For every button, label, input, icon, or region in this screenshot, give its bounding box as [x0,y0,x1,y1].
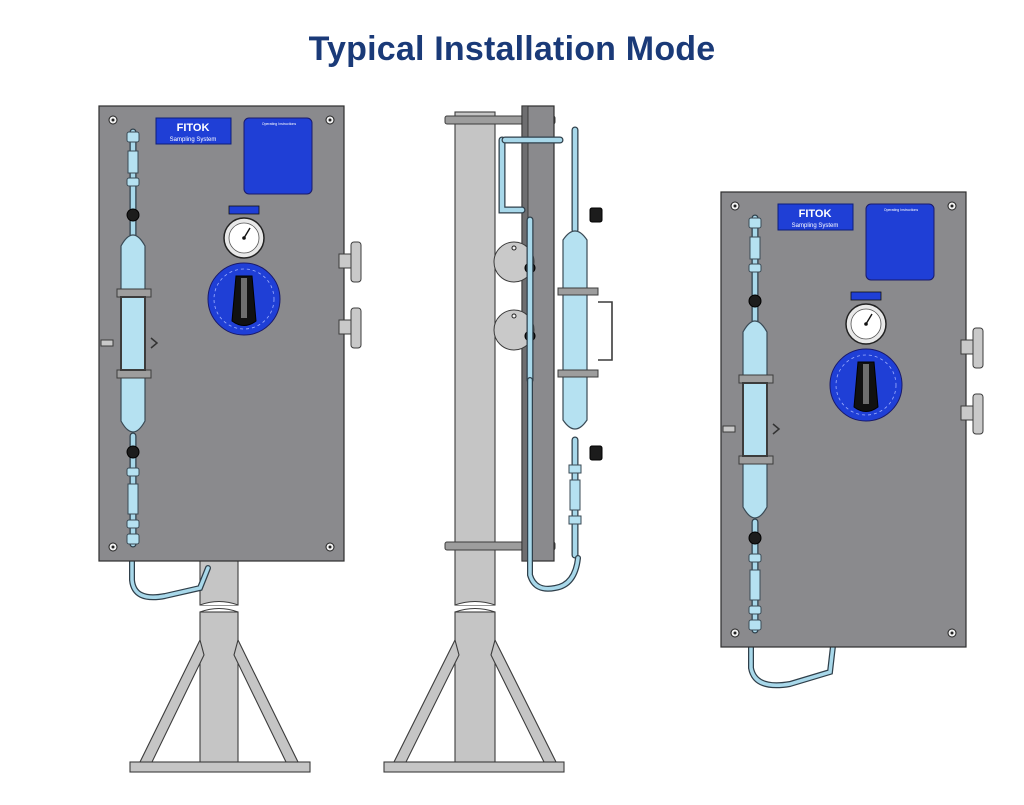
svg-text:FITOK: FITOK [177,122,210,134]
stand-leg-left [139,638,205,763]
support-pipe-lower [199,611,239,768]
svg-text:Sampling System: Sampling System [792,223,839,229]
svg-text:Sampling System: Sampling System [170,137,217,143]
side-view-on-pipe-stand [383,105,613,773]
stand-leg-right [490,638,557,763]
sampling-panel [99,106,361,561]
instruction-plate-label: Operating Instructions [262,122,296,126]
fitok-logo: FITOK Sampling System [777,203,854,231]
instruction-plate-label: Operating Instructions [884,208,918,212]
svg-text:FITOK: FITOK [799,208,832,220]
support-pipe-lower [454,611,496,768]
support-pipe-upper [454,111,496,606]
stand-leg-right [233,638,299,763]
front-view-on-pipe-stand: FITOK Sampling System Operating Instruct… [99,106,361,773]
stand-leg-left [393,638,460,763]
stand-base [129,761,311,773]
sampling-panel [721,192,983,647]
page-title: Typical Installation Mode [308,30,716,68]
stand-base [383,761,565,773]
front-view-wall-mounted: FITOK Sampling System Operating Instruct… [721,192,983,689]
fitok-logo: FITOK Sampling System [155,117,232,145]
